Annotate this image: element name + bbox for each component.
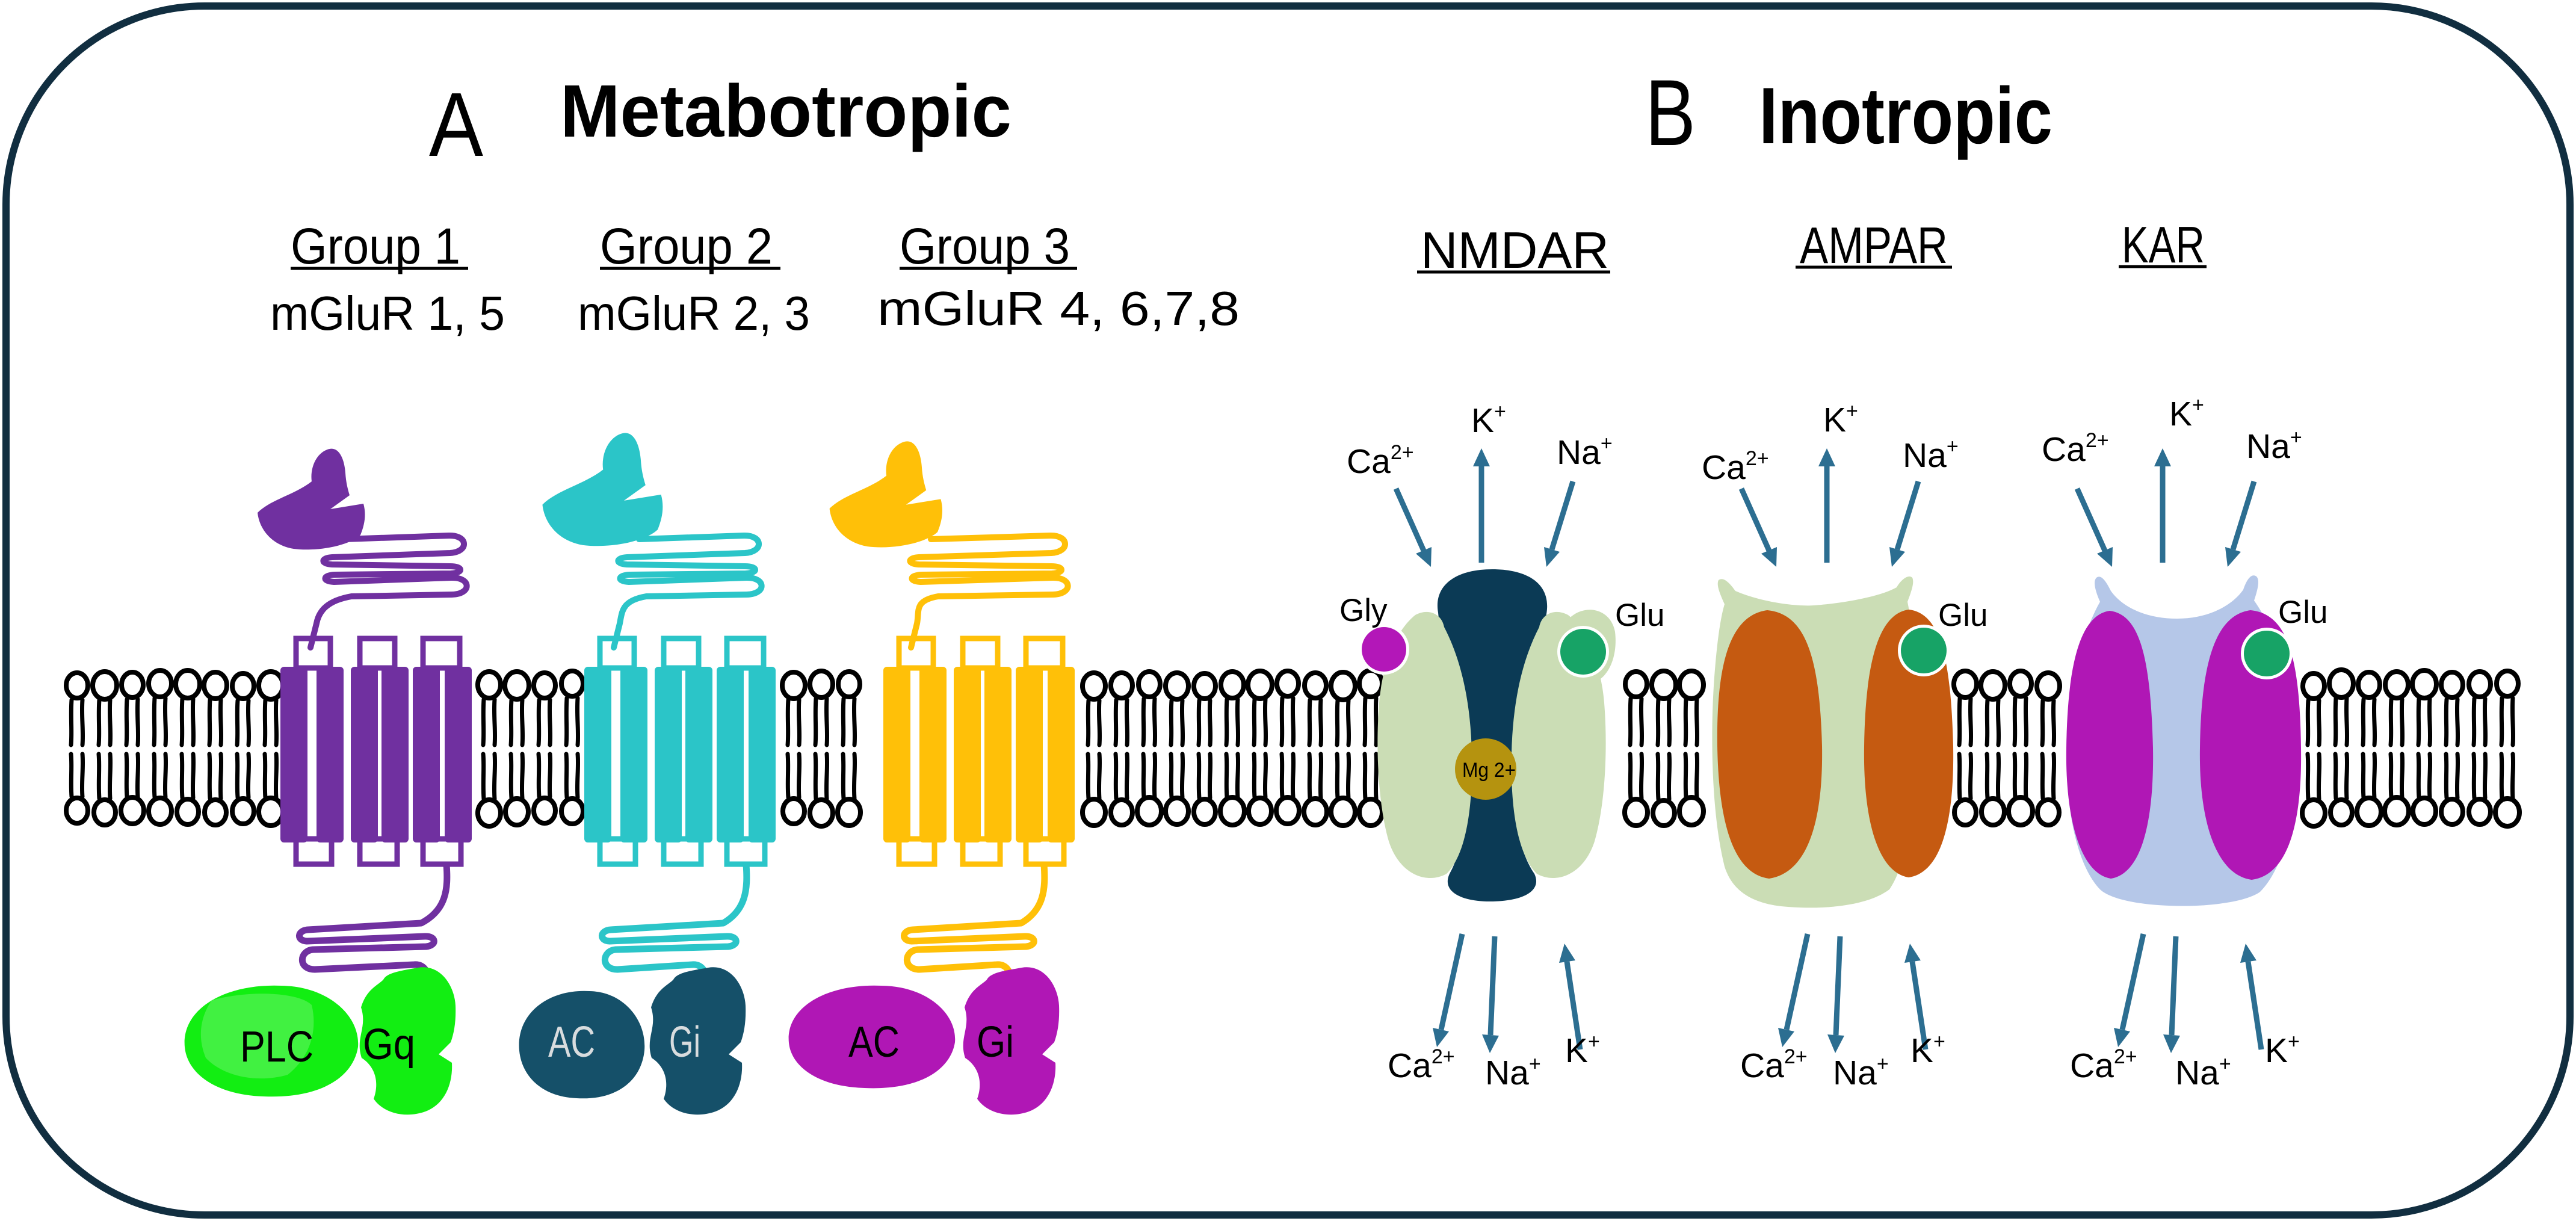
svg-text:mGluR 2, 3: mGluR 2, 3	[578, 286, 810, 340]
svg-text:AMPAR: AMPAR	[1800, 217, 1948, 274]
svg-text:NMDAR: NMDAR	[1421, 222, 1609, 279]
svg-text:Glu: Glu	[1615, 598, 1664, 633]
svg-text:Gi: Gi	[977, 1018, 1014, 1066]
svg-text:Metabotropic: Metabotropic	[560, 70, 1012, 153]
svg-text:KAR: KAR	[2122, 217, 2205, 274]
svg-text:PLC: PLC	[240, 1023, 314, 1071]
svg-text:Na+: Na+	[2175, 1053, 2231, 1092]
svg-text:Glu: Glu	[2278, 595, 2327, 630]
svg-text:Group 1: Group 1	[291, 218, 460, 274]
svg-text:Glu: Glu	[1938, 598, 1988, 633]
svg-text:Group 2: Group 2	[600, 218, 773, 274]
svg-text:Gq: Gq	[363, 1021, 415, 1069]
svg-text:B: B	[1645, 61, 1696, 165]
svg-text:A: A	[429, 73, 483, 175]
svg-text:Mg 2+: Mg 2+	[1462, 759, 1516, 782]
svg-text:K+: K+	[2169, 394, 2204, 433]
svg-text:K+: K+	[1565, 1030, 1600, 1070]
svg-text:Inotropic: Inotropic	[1759, 72, 2052, 161]
svg-text:Group 3: Group 3	[900, 218, 1070, 274]
svg-text:Gi: Gi	[669, 1018, 700, 1066]
svg-text:AC: AC	[848, 1018, 900, 1066]
svg-text:mGluR 4, 6,7,8: mGluR 4, 6,7,8	[877, 282, 1240, 335]
svg-text:Ca2+: Ca2+	[2042, 429, 2109, 469]
svg-text:mGluR 1, 5: mGluR 1, 5	[270, 286, 505, 340]
svg-text:AC: AC	[548, 1018, 595, 1066]
svg-text:Gly: Gly	[1339, 593, 1388, 628]
